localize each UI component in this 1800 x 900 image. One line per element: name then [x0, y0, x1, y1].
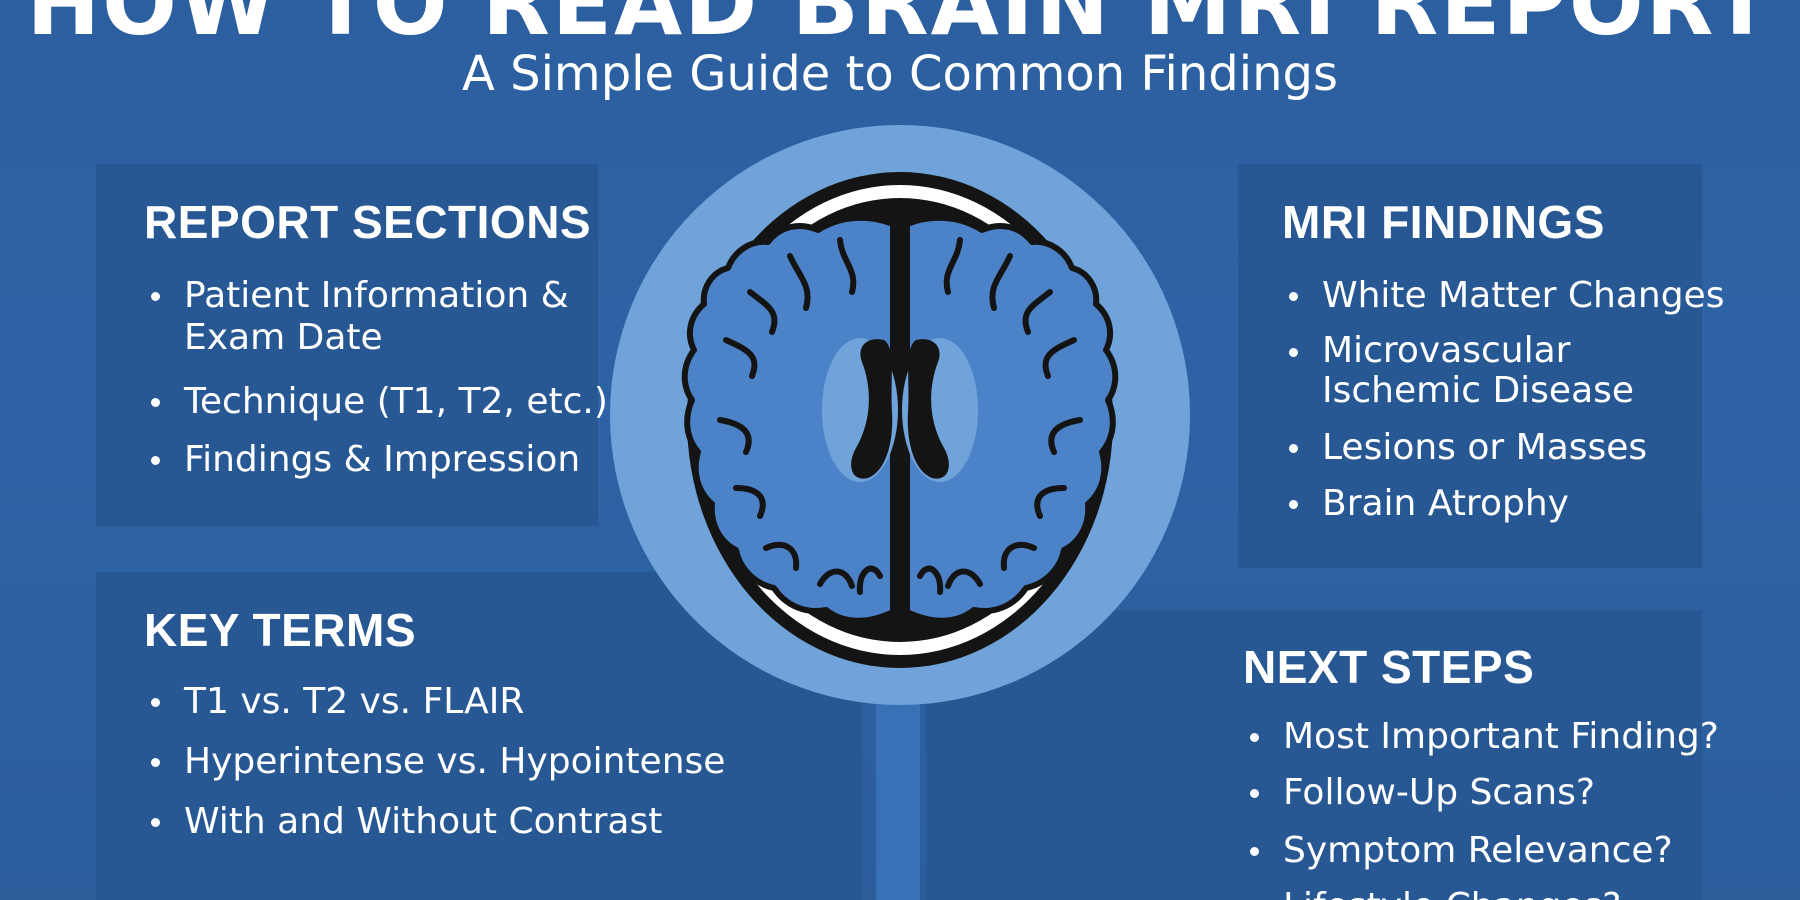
white-matter-right — [902, 338, 978, 482]
bullet-dot-icon — [1250, 847, 1259, 856]
list-item: Technique (T1, T2, etc.) — [144, 381, 634, 423]
bullet-dot-icon — [151, 398, 160, 407]
key-terms-list: T1 vs. T2 vs. FLAIR Hyperintense vs. Hyp… — [144, 681, 804, 861]
list-item: T1 vs. T2 vs. FLAIR — [144, 681, 844, 723]
ventricle-left — [851, 339, 893, 479]
mri-findings-list: White Matter Changes Microvascular Ische… — [1282, 275, 1724, 535]
list-item: Lifestyle Changes? — [1243, 886, 1743, 900]
next-steps-heading: NEXT STEPS — [1243, 641, 1535, 693]
list-item: White Matter Changes — [1282, 275, 1742, 317]
mri-findings-panel — [1238, 164, 1702, 568]
bullet-dot-icon — [1289, 292, 1298, 301]
list-item: Patient Information & Exam Date — [144, 275, 604, 359]
bullet-dot-icon — [1289, 348, 1298, 357]
report-sections-list: Patient Information & Exam Date Techniqu… — [144, 275, 608, 480]
list-item: Lesions or Masses — [1282, 427, 1742, 469]
bullet-dot-icon — [151, 758, 160, 767]
list-item: Microvascular Ischemic Disease — [1282, 331, 1642, 411]
list-item: Follow-Up Scans? — [1243, 772, 1743, 814]
brain-right-hemisphere — [904, 214, 1119, 624]
next-steps-list: Most Important Finding? Follow-Up Scans?… — [1243, 716, 1719, 900]
bullet-dot-icon — [1289, 500, 1298, 509]
bullet-dot-icon — [151, 818, 160, 827]
bullet-dot-icon — [1250, 789, 1259, 798]
bullet-dot-icon — [151, 698, 160, 707]
ventricle-right — [907, 339, 949, 479]
list-item: Symptom Relevance? — [1243, 830, 1743, 872]
list-item: Hyperintense vs. Hypointense — [144, 741, 844, 783]
bullet-dot-icon — [151, 292, 160, 301]
page-title: HOW TO READ BRAIN MRI REPORT — [26, 0, 1774, 55]
list-item: With and Without Contrast — [144, 801, 844, 843]
report-sections-panel — [96, 164, 598, 526]
connector-stem — [876, 700, 920, 900]
brain-left-hemisphere — [681, 214, 896, 624]
bullet-dot-icon — [1250, 733, 1259, 742]
page-subtitle: A Simple Guide to Common Findings — [462, 46, 1338, 102]
list-item: Findings & Impression — [144, 439, 634, 481]
white-matter-left — [822, 338, 898, 482]
list-item: Most Important Finding? — [1243, 716, 1743, 758]
gyri-right — [917, 237, 1083, 595]
mri-findings-heading: MRI FINDINGS — [1282, 196, 1605, 248]
bullet-dot-icon — [1289, 444, 1298, 453]
list-item: Brain Atrophy — [1282, 483, 1742, 525]
gyri-left — [717, 237, 883, 595]
report-sections-heading: REPORT SECTIONS — [144, 196, 592, 248]
bullet-dot-icon — [151, 456, 160, 465]
key-terms-heading: KEY TERMS — [144, 604, 417, 656]
